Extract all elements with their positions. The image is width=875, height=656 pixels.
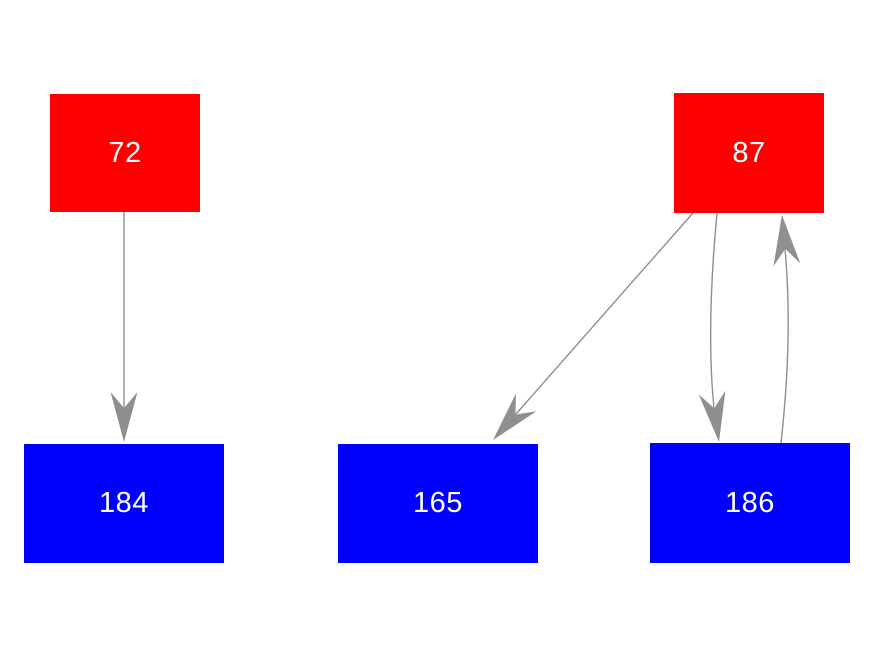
node-label: 184 (99, 487, 149, 519)
edge-87-165 (515, 212, 694, 415)
node-72[interactable]: 72 (50, 94, 200, 212)
arrowhead-186-87 (773, 215, 801, 267)
node-165[interactable]: 165 (338, 444, 538, 563)
arrowhead-72-184 (110, 392, 138, 442)
edge-87-186 (709, 212, 718, 409)
arrowhead-87-165 (493, 393, 537, 440)
node-186[interactable]: 186 (650, 443, 850, 563)
node-label: 87 (732, 136, 766, 169)
node-label: 72 (108, 136, 142, 169)
node-184[interactable]: 184 (24, 444, 224, 563)
node-label: 186 (725, 486, 775, 519)
node-87[interactable]: 87 (674, 93, 824, 213)
node-label: 165 (413, 487, 463, 519)
arrowhead-87-186 (698, 390, 726, 442)
edge-186-87 (780, 248, 789, 444)
